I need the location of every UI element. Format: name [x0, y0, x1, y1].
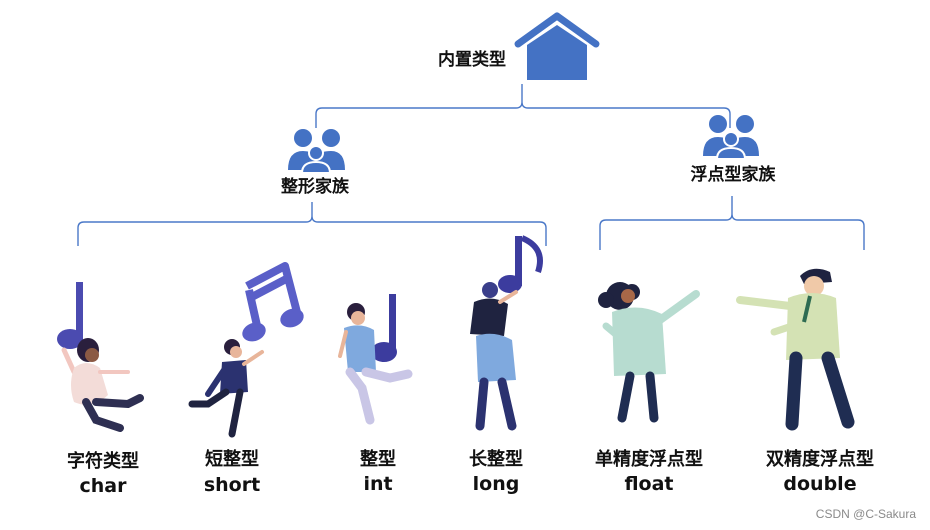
type-long-en-label: long [472, 473, 520, 495]
integer-family-icon [288, 129, 345, 174]
type-int-cn-label: 整型 [360, 449, 396, 470]
float-family-bracket [599, 196, 865, 250]
type-short-cn-label: 短整型 [205, 449, 259, 470]
long-dancer-illustration [470, 235, 543, 431]
type-char-cn-label: 字符类型 [67, 451, 139, 472]
type-float-cn-label: 单精度浮点型 [595, 449, 703, 470]
type-double-en-label: double [783, 473, 857, 495]
root-label: 内置类型 [438, 50, 506, 70]
float-family-label: 浮点型家族 [690, 165, 776, 185]
type-int-en-label: int [363, 473, 393, 495]
type-char-en-label: char [79, 475, 127, 497]
music-note-icon [57, 282, 83, 349]
music-note-icon [498, 235, 543, 293]
type-long-cn-label: 长整型 [469, 449, 523, 470]
watermark: CSDN @C-Sakura [815, 507, 916, 521]
type-double-cn-label: 双精度浮点型 [766, 449, 874, 470]
char-dancer-illustration [57, 282, 144, 432]
double-person-illustration [736, 268, 855, 431]
type-float-en-label: float [624, 473, 674, 495]
float-person-illustration [598, 282, 700, 423]
short-dancer-illustration [188, 262, 304, 438]
house-icon [514, 12, 600, 80]
music-note-icon [242, 262, 304, 342]
integer-family-bracket [77, 202, 547, 246]
type-short-en-label: short [203, 474, 261, 496]
int-dancer-illustration [338, 294, 413, 425]
float-family-icon [703, 115, 759, 160]
integer-family-label: 整形家族 [281, 177, 349, 197]
root-bracket [315, 84, 731, 128]
tree-connectors [77, 84, 865, 250]
music-note-icon [371, 294, 397, 362]
